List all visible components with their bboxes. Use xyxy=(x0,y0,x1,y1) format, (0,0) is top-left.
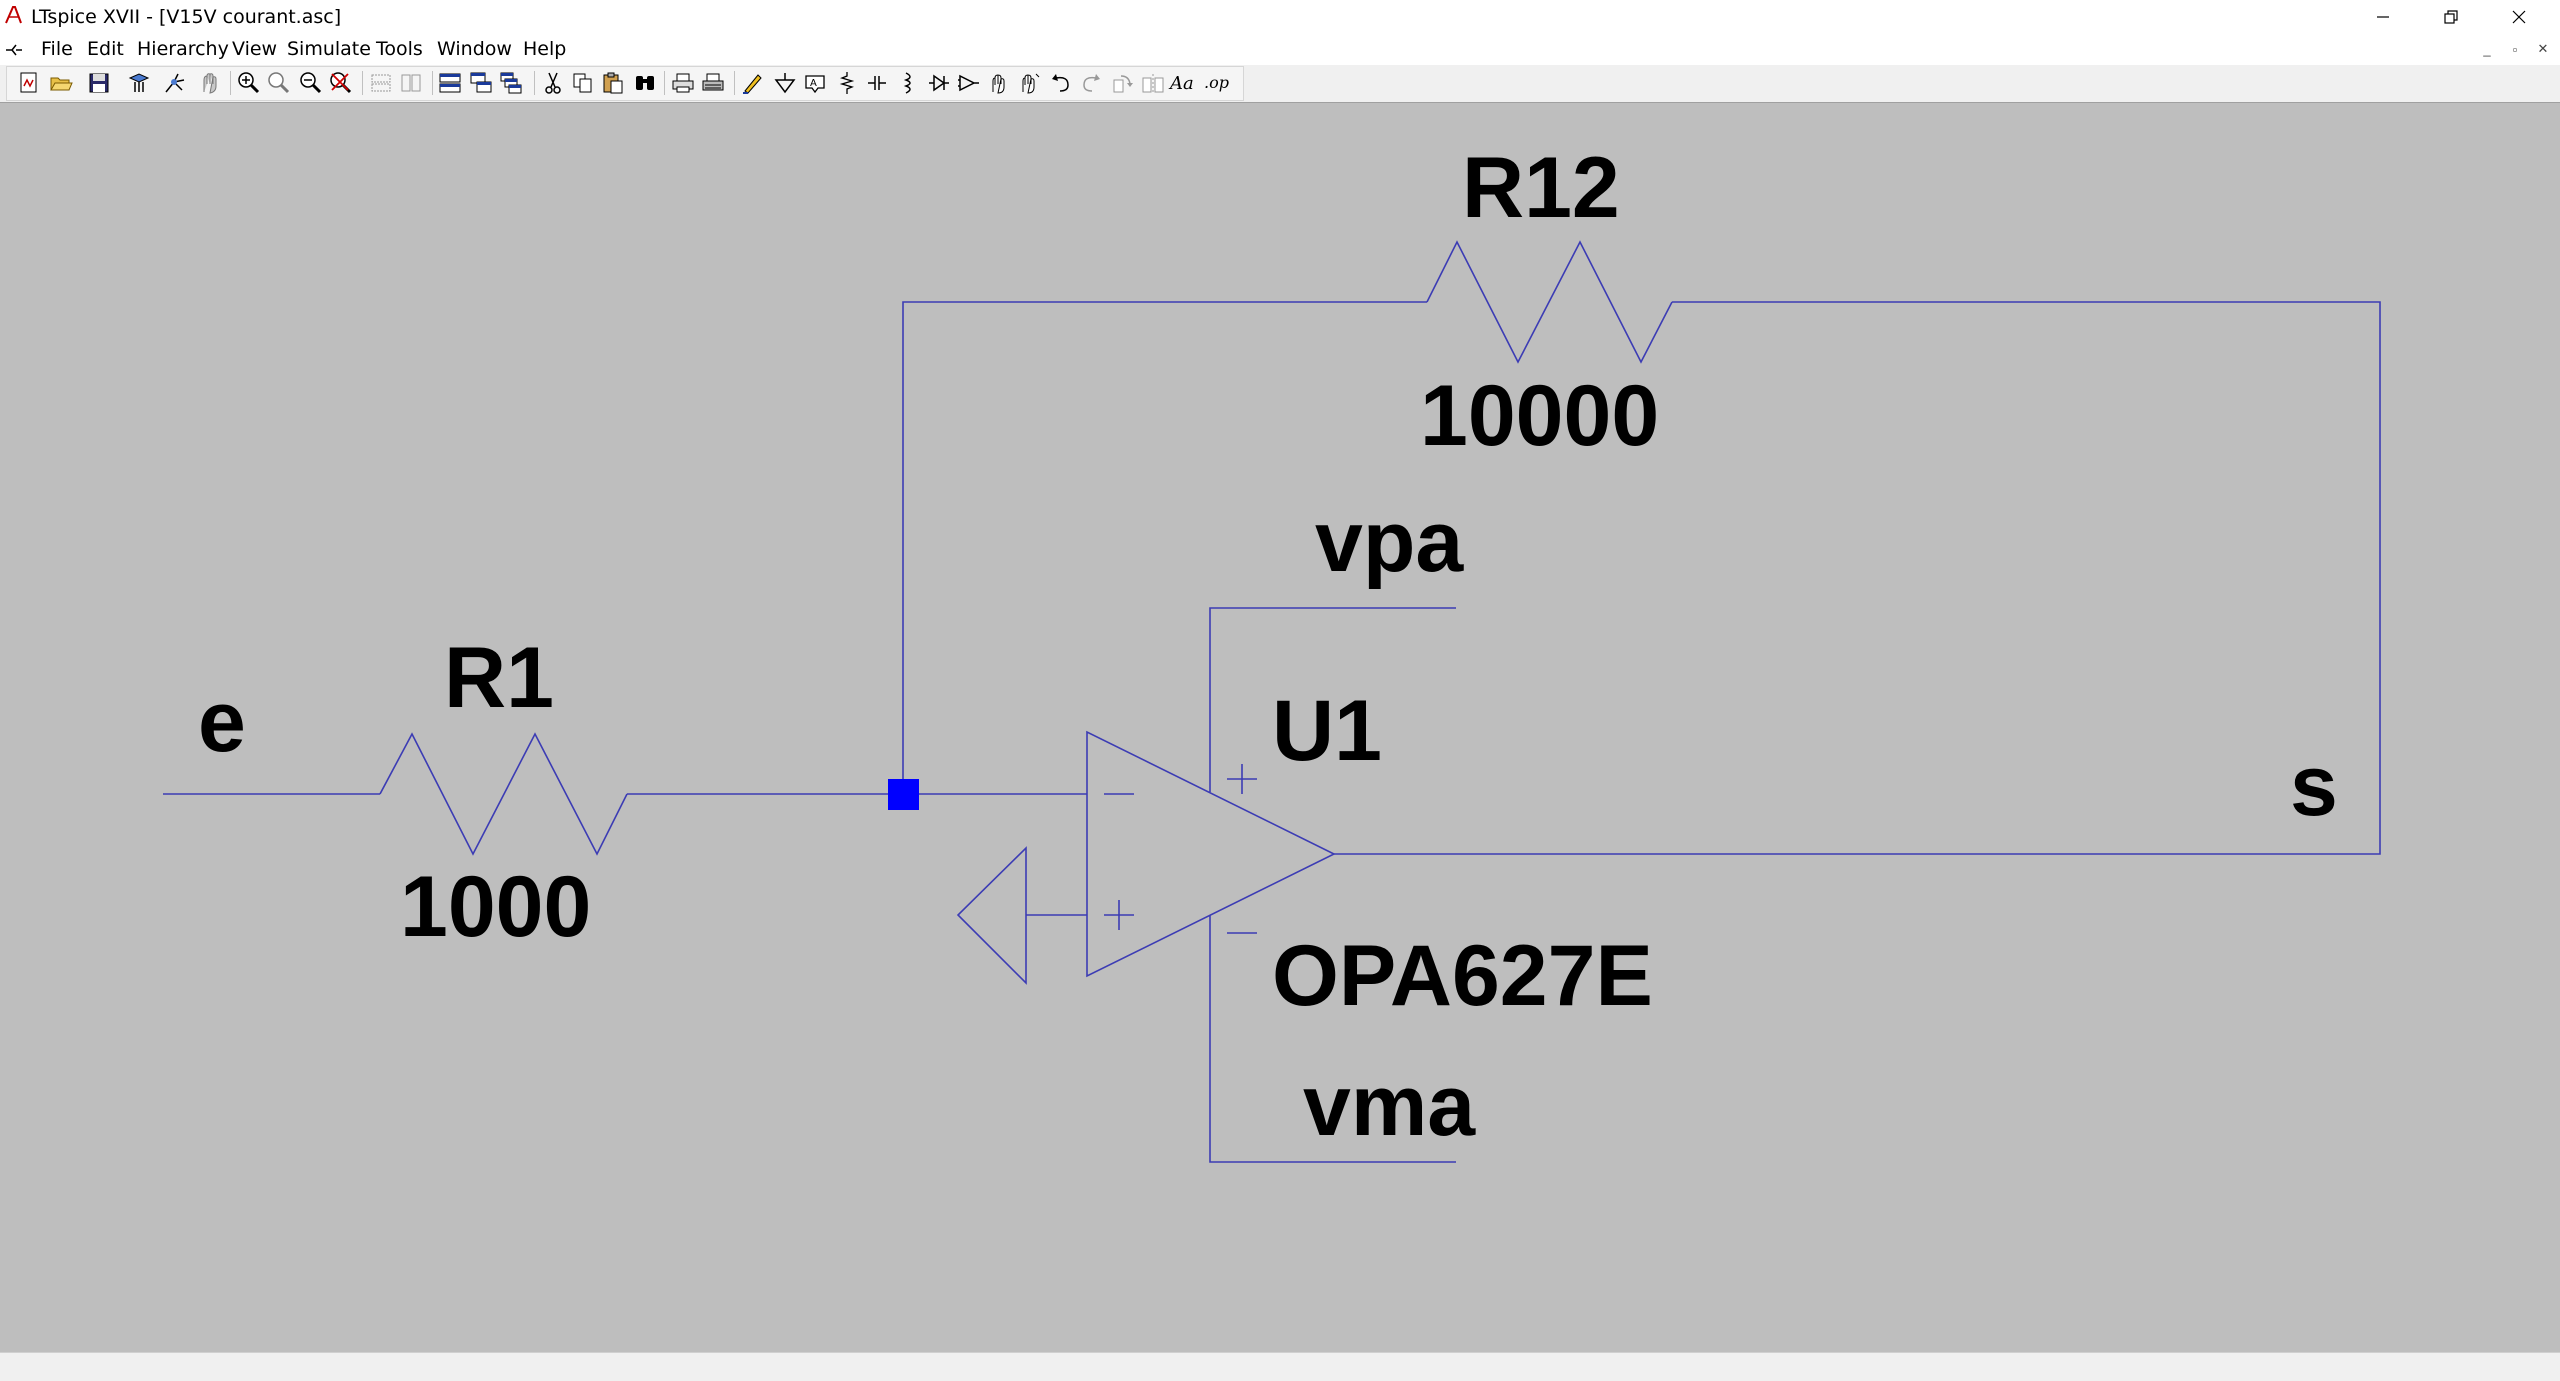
resistor-icon[interactable] xyxy=(834,70,860,96)
toolbar: A Aa .op xyxy=(0,65,2560,103)
ltspice-app-icon[interactable] xyxy=(3,4,25,26)
inductor-icon[interactable] xyxy=(896,70,922,96)
mirror-icon[interactable] xyxy=(1140,70,1166,96)
menu-bar: File Edit Hierarchy View Simulate Tools … xyxy=(0,33,2560,65)
toolbar-separator xyxy=(664,71,665,95)
net-label-vma[interactable]: vma xyxy=(1303,1058,1476,1154)
mdi-close-icon: ✕ xyxy=(2537,41,2549,56)
restore-button[interactable] xyxy=(2418,0,2484,33)
mdi-restore-icon: ▫ xyxy=(2512,41,2518,57)
halt-icon[interactable] xyxy=(196,70,222,96)
restore-icon xyxy=(2444,9,2458,24)
schematic-doc-icon[interactable] xyxy=(4,40,24,60)
r1-reference-label[interactable]: R1 xyxy=(444,630,554,726)
minimize-icon xyxy=(2377,15,2389,18)
net-label-vpa[interactable]: vpa xyxy=(1315,494,1464,590)
move-icon[interactable] xyxy=(986,70,1012,96)
cut-icon[interactable] xyxy=(540,70,566,96)
save-icon[interactable] xyxy=(86,70,112,96)
component-icon[interactable] xyxy=(956,70,982,96)
menu-edit[interactable]: Edit xyxy=(87,38,124,60)
title-bar: LTspice XVII - [V15V courant.asc] xyxy=(0,0,2560,33)
paste-icon[interactable] xyxy=(600,70,626,96)
supply-plus-sign xyxy=(1227,764,1257,794)
autorange-icon[interactable] xyxy=(498,70,524,96)
close-window-icon[interactable] xyxy=(468,70,494,96)
wire-vpos xyxy=(1209,607,1456,792)
zoom-out-icon[interactable] xyxy=(298,70,324,96)
menu-simulate[interactable]: Simulate xyxy=(287,38,371,60)
schematic-drawing xyxy=(163,240,2381,1163)
tile-horizontal-icon[interactable] xyxy=(368,70,394,96)
minimize-button[interactable] xyxy=(2350,0,2416,33)
r1-value-label[interactable]: 1000 xyxy=(400,859,592,955)
menu-view[interactable]: View xyxy=(232,38,278,60)
menu-tools[interactable]: Tools xyxy=(376,38,423,60)
close-icon xyxy=(2512,10,2526,23)
menu-help[interactable]: Help xyxy=(523,38,567,60)
mdi-minimize-icon: _ xyxy=(2483,41,2491,57)
mdi-restore-button[interactable]: ▫ xyxy=(2502,39,2528,59)
label-net-icon[interactable]: A xyxy=(802,70,828,96)
undo-icon[interactable] xyxy=(1048,70,1074,96)
open-icon[interactable] xyxy=(48,70,74,96)
copy-icon[interactable] xyxy=(570,70,596,96)
r12-value-label[interactable]: 10000 xyxy=(1420,368,1660,464)
opamp-plus-sign xyxy=(1104,900,1134,930)
u1-reference-label[interactable]: U1 xyxy=(1272,683,1382,779)
control-panel-icon[interactable] xyxy=(126,70,152,96)
ground-icon[interactable] xyxy=(772,70,798,96)
window-title: LTspice XVII - [V15V courant.asc] xyxy=(31,6,342,28)
menu-file[interactable]: File xyxy=(41,38,73,60)
capacitor-icon[interactable] xyxy=(864,70,890,96)
menu-window[interactable]: Window xyxy=(437,38,512,60)
net-label-s[interactable]: s xyxy=(2290,738,2338,834)
zoom-in-icon[interactable] xyxy=(236,70,262,96)
new-schematic-icon[interactable] xyxy=(16,70,42,96)
print-setup-icon[interactable] xyxy=(700,70,726,96)
toolbar-separator xyxy=(534,71,535,95)
zoom-cancel-icon[interactable] xyxy=(328,70,354,96)
print-icon[interactable] xyxy=(670,70,696,96)
drag-icon[interactable] xyxy=(1016,70,1042,96)
u1-value-label[interactable]: OPA627E xyxy=(1272,928,1653,1024)
ground-symbol xyxy=(956,846,1027,985)
find-icon[interactable] xyxy=(632,70,658,96)
redo-icon[interactable] xyxy=(1078,70,1104,96)
cascade-icon[interactable] xyxy=(437,70,463,96)
toolbar-separator xyxy=(362,71,363,95)
net-label-e[interactable]: e xyxy=(198,674,246,770)
r12-reference-label[interactable]: R12 xyxy=(1462,140,1620,236)
toolbar-separator xyxy=(734,71,735,95)
text-icon[interactable]: Aa xyxy=(1170,73,1194,94)
spice-directive-icon[interactable]: .op xyxy=(1204,73,1229,92)
close-button[interactable] xyxy=(2486,0,2552,33)
wire-feedback-left xyxy=(902,301,1427,794)
wire-feedback-right xyxy=(1334,301,2381,855)
run-icon[interactable] xyxy=(162,70,188,96)
junction-dot xyxy=(888,779,919,810)
mdi-close-button[interactable]: ✕ xyxy=(2530,39,2556,59)
svg-text:A: A xyxy=(810,78,817,89)
draw-wire-icon[interactable] xyxy=(740,70,766,96)
rotate-icon[interactable] xyxy=(1110,70,1136,96)
status-bar xyxy=(0,1352,2560,1381)
toolbar-separator xyxy=(230,71,231,95)
toolbar-separator xyxy=(432,71,433,95)
wire-vneg xyxy=(1209,915,1456,1163)
zoom-fit-icon[interactable] xyxy=(266,70,292,96)
resistor-r1-symbol xyxy=(379,732,628,856)
diode-icon[interactable] xyxy=(926,70,952,96)
mdi-minimize-button[interactable]: _ xyxy=(2474,39,2500,59)
menu-hierarchy[interactable]: Hierarchy xyxy=(137,38,229,60)
resistor-r12-symbol xyxy=(1426,240,1673,364)
tile-vertical-icon[interactable] xyxy=(398,70,424,96)
schematic-canvas[interactable]: R12 10000 R1 1000 U1 OPA627E e s vpa vma xyxy=(0,102,2560,1353)
